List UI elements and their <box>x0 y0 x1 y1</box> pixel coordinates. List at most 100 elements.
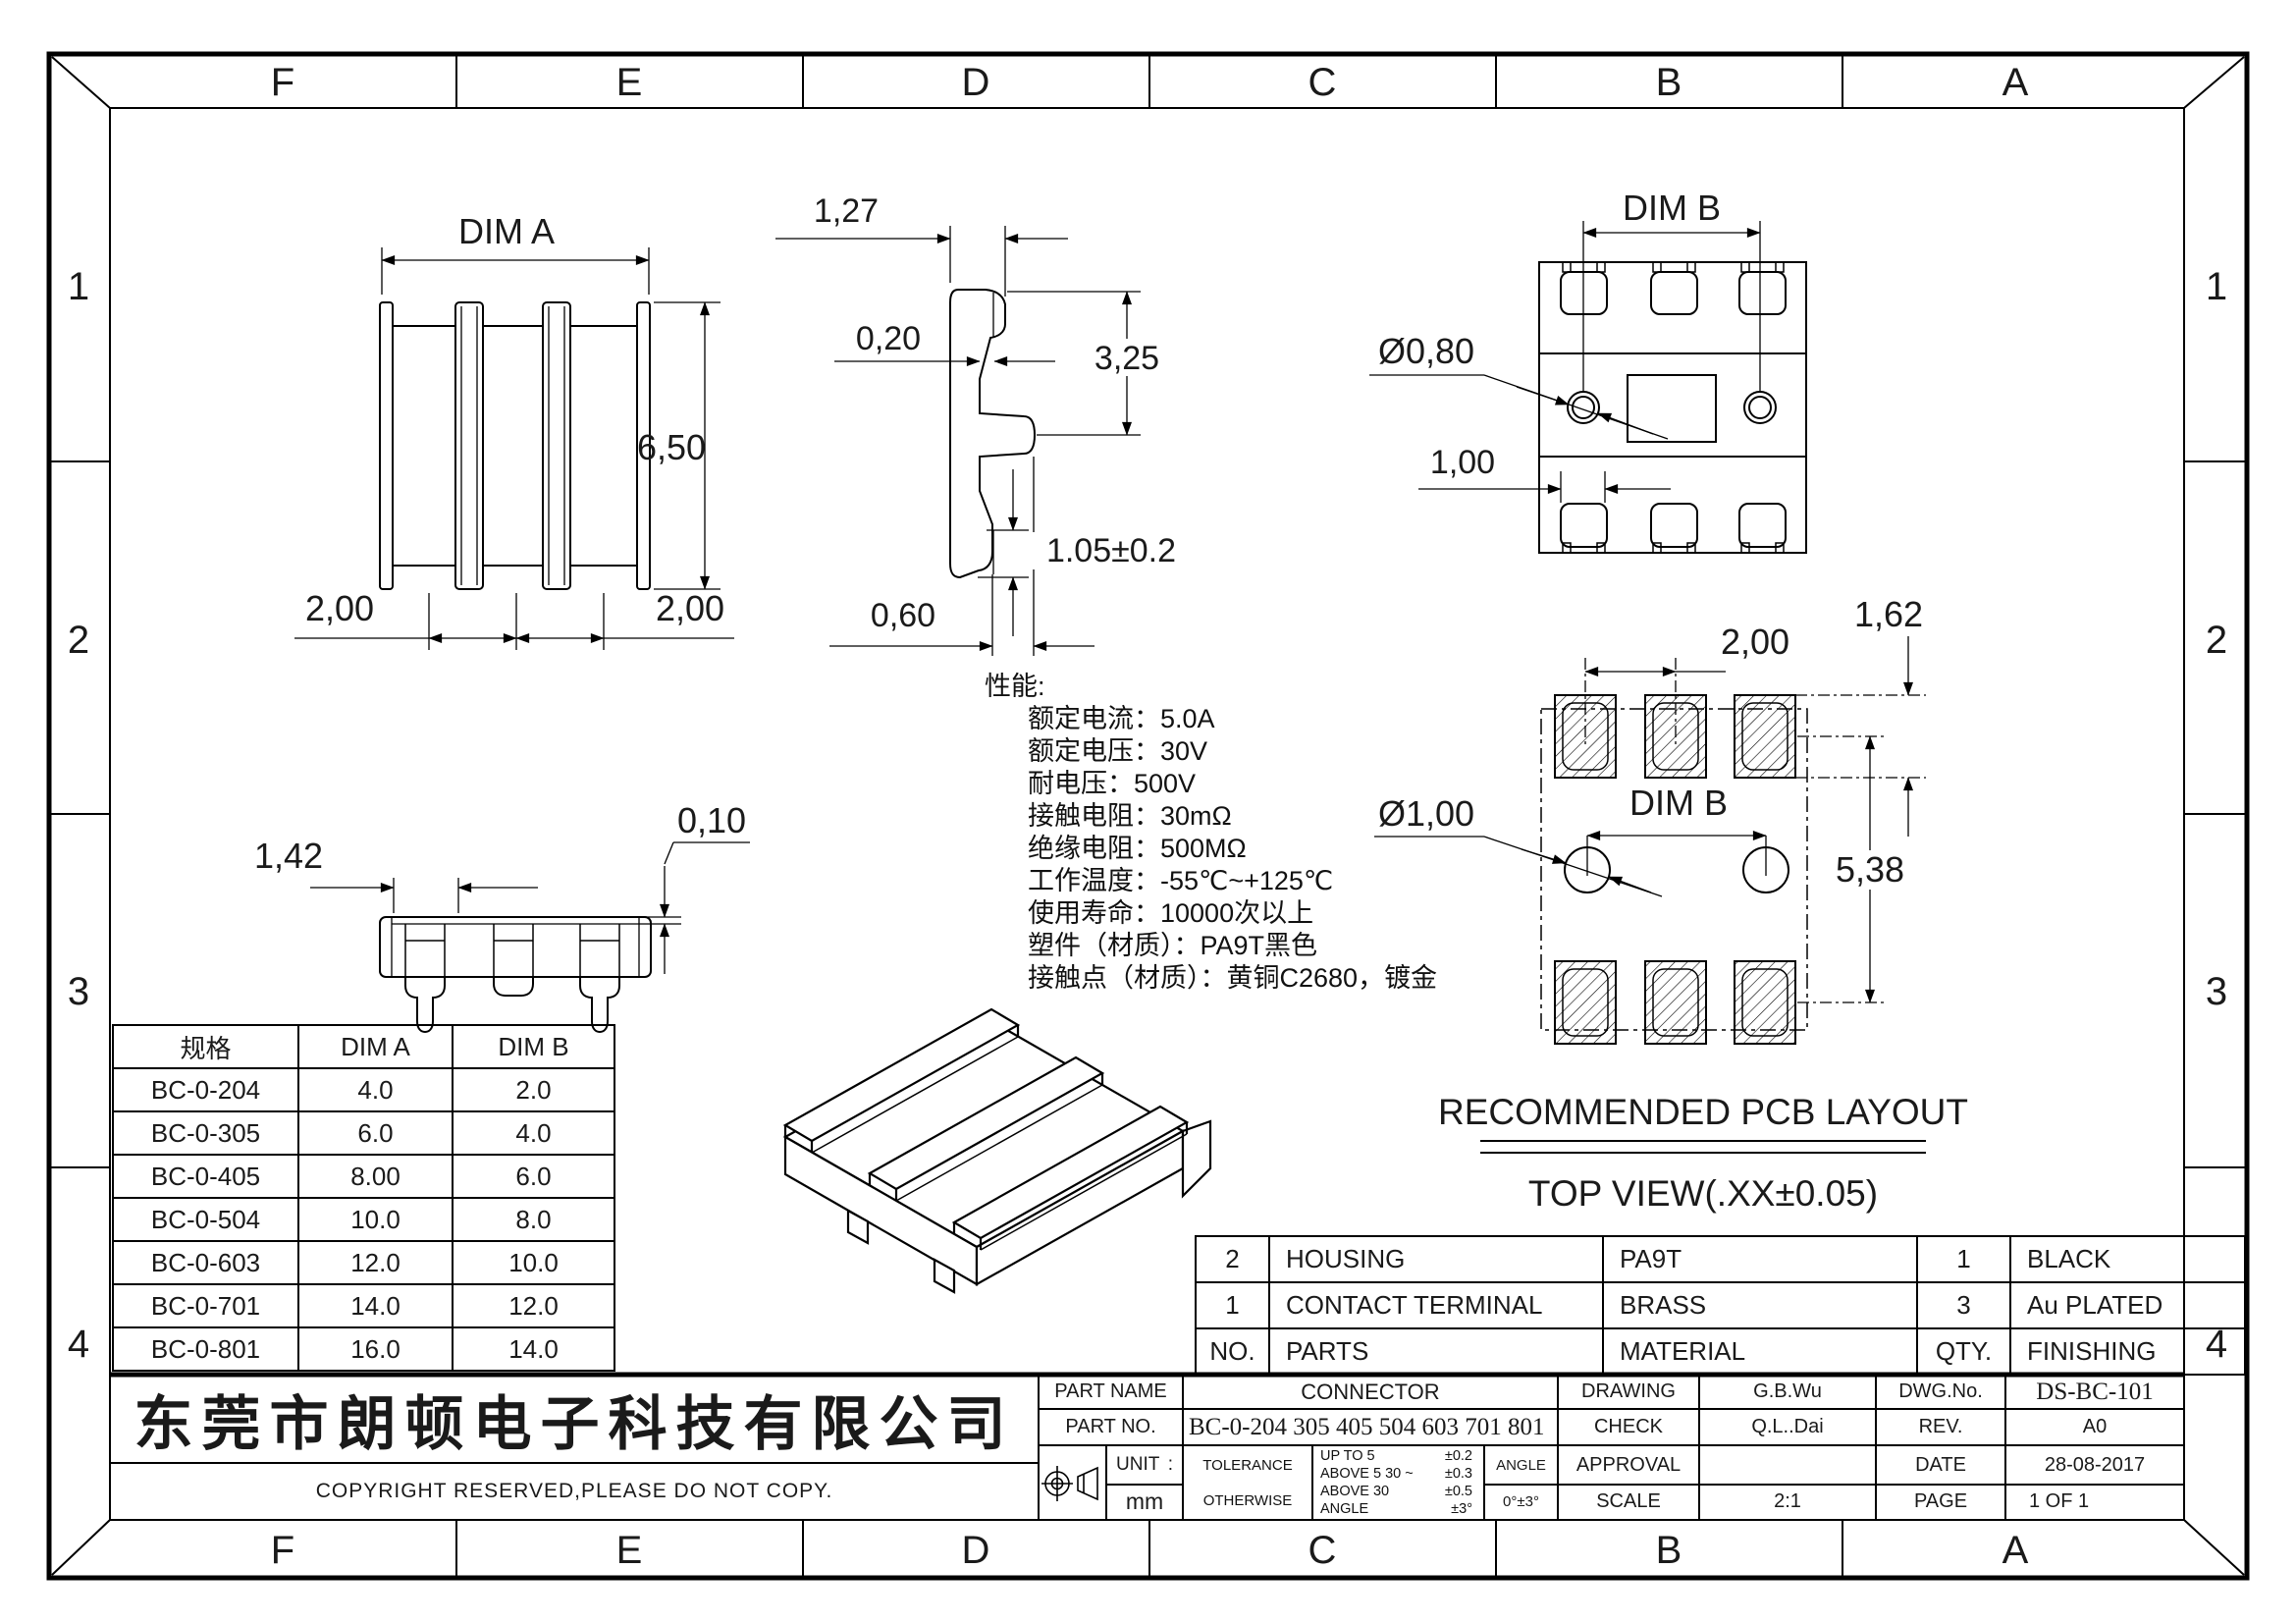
tolerance-row: ABOVE 30 ±0.5 <box>1314 1484 1482 1499</box>
unit-value: mm <box>1125 1488 1164 1514</box>
side-view-dims: 1,27 0,20 3,25 1.05±0.2 0,60 <box>775 192 1196 656</box>
spec-dim-b: 8.0 <box>452 1197 615 1242</box>
spec-dim-a: 14.0 <box>297 1283 454 1328</box>
part-name-value: CONNECTOR <box>1301 1379 1440 1404</box>
spec-dim-a: 6.0 <box>297 1110 454 1156</box>
table-row: BC-0-801 16.0 14.0 <box>112 1326 615 1372</box>
pad-dim: 1,00 <box>1430 444 1495 481</box>
tol-range: ANGLE <box>1320 1501 1369 1517</box>
part-finishing: Au PLATED <box>2009 1281 2246 1329</box>
dim-a-label: DIM A <box>458 211 555 251</box>
angle-tolerance: 0°±3° <box>1503 1492 1539 1510</box>
spec-table: 规格 DIM A DIM B BC-0-204 4.0 2.0 BC-0-305… <box>112 1024 615 1372</box>
bottom-side-view-dims: 1,42 0,10 <box>254 800 750 974</box>
pcb-subtitle: TOP VIEW(.XX±0.05) <box>1528 1173 1878 1214</box>
part-no-value: BC-0-204 305 405 504 603 701 801 <box>1189 1413 1545 1440</box>
lip-dim: 0,20 <box>856 320 921 357</box>
spec-part: BC-0-801 <box>112 1326 299 1372</box>
company-name: 东莞市朗顿电子科技有限公司 <box>133 1391 1015 1457</box>
table-row: BC-0-405 8.00 6.0 <box>112 1154 615 1199</box>
approval-by <box>1703 1447 1872 1483</box>
tolerance-cell: TOLERANCE OTHERWISE <box>1185 1447 1310 1518</box>
copyright-note: COPYRIGHT RESERVED,PLEASE DO NOT COPY. <box>315 1480 833 1502</box>
performance-line: 使用寿命：10000次以上 <box>1028 898 1314 928</box>
spec-dim-b: 12.0 <box>452 1283 615 1328</box>
tolerance-row: UP TO 5 ±0.2 <box>1314 1448 1482 1464</box>
tol-range: ABOVE 5 30 ~ <box>1320 1466 1414 1482</box>
performance-line: 接触点（材质）：黄铜C2680，镀金 <box>1028 963 1438 993</box>
part-name-label: PART NAME <box>1054 1380 1167 1402</box>
spec-part: BC-0-504 <box>112 1197 299 1242</box>
performance-line: 工作温度：-55℃~+125℃ <box>1028 866 1334 895</box>
tolerance-row: ANGLE ±3° <box>1314 1501 1482 1517</box>
toe-dim: 0,60 <box>871 597 935 634</box>
part-material: BRASS <box>1602 1281 1918 1329</box>
grid-col-label: F <box>271 61 294 104</box>
width-dim: 1,27 <box>814 192 879 230</box>
performance-notes: 性能: 额定电流：5.0A 额定电压：30V 耐电压：500V 接触电阻：30m… <box>985 671 1437 995</box>
tolerance-row: ABOVE 5 30 ~ ±0.3 <box>1314 1466 1482 1482</box>
scale-value: 2:1 <box>1774 1489 1801 1512</box>
spec-dim-b: 6.0 <box>452 1154 615 1199</box>
otherwise-label: OTHERWISE <box>1202 1491 1293 1509</box>
unit-colon: : <box>1167 1454 1173 1475</box>
grid-row-label: 4 <box>68 1323 89 1366</box>
pcb-layout-dims: 2,00 1,62 Ø1,00 DIM B 5,38 RECOMMENDED P… <box>1374 594 1968 1214</box>
row-span-dim: 5,38 <box>1836 849 1904 890</box>
performance-line: 绝缘电阻：500MΩ <box>1028 834 1247 863</box>
tol-value: ±3° <box>1451 1501 1472 1517</box>
part-finishing: BLACK <box>2009 1235 2246 1283</box>
drawing-label: DRAWING <box>1581 1380 1676 1402</box>
tol-value: ±0.2 <box>1444 1448 1472 1464</box>
pad-width-dim: 1,62 <box>1854 594 1923 634</box>
grid-labels: F E D C B A F E D C B A 1 2 3 4 1 2 3 4 <box>68 61 2227 1572</box>
spec-header: 规格 <box>112 1024 299 1069</box>
part-no: 2 <box>1195 1235 1270 1283</box>
angle-label: ANGLE <box>1496 1456 1546 1474</box>
tol-range: ABOVE 30 <box>1320 1484 1390 1499</box>
spec-part: BC-0-204 <box>112 1067 299 1112</box>
rev-value: A0 <box>2082 1416 2108 1437</box>
performance-line: 耐电压：500V <box>1028 769 1197 798</box>
grid-col-label: E <box>616 61 643 104</box>
hole-dia-dim: Ø0,80 <box>1378 331 1474 371</box>
spec-dim-a: 8.00 <box>297 1154 454 1199</box>
spec-dim-b: 10.0 <box>452 1240 615 1285</box>
tol-range: UP TO 5 <box>1320 1448 1375 1464</box>
pcb-title: RECOMMENDED PCB LAYOUT <box>1438 1092 1968 1132</box>
height-dim: 6,50 <box>637 427 706 467</box>
scale-label: SCALE <box>1596 1489 1661 1512</box>
spec-part: BC-0-405 <box>112 1154 299 1199</box>
part-no: 1 <box>1195 1281 1270 1329</box>
part-qty: 1 <box>1916 1235 2011 1283</box>
check-label: CHECK <box>1593 1416 1663 1437</box>
grid-row-label: 2 <box>2206 619 2227 662</box>
performance-title: 性能: <box>985 672 1045 701</box>
table-row: 2 HOUSING PA9T 1 BLACK <box>1195 1235 2246 1283</box>
grid-col-label: A <box>2002 61 2029 104</box>
table-row: BC-0-305 6.0 4.0 <box>112 1110 615 1156</box>
grid-row-label: 2 <box>68 619 89 662</box>
approval-label: APPROVAL <box>1575 1453 1682 1476</box>
unit-word: UNIT <box>1116 1454 1160 1475</box>
dim-b-label: DIM B <box>1629 783 1728 823</box>
part-name: HOUSING <box>1268 1235 1604 1283</box>
dim-b-label: DIM B <box>1623 188 1721 228</box>
page-value: 1 OF 1 <box>2029 1489 2090 1512</box>
performance-line: 接触电阻：30mΩ <box>1028 801 1232 831</box>
grid-col-label: B <box>1656 1529 1682 1572</box>
spec-part: BC-0-701 <box>112 1283 299 1328</box>
spec-part: BC-0-305 <box>112 1110 299 1156</box>
check-by: Q.L..Dai <box>1751 1416 1824 1437</box>
bottom-side-view <box>379 916 652 1034</box>
parts-header: MATERIAL <box>1602 1327 1918 1376</box>
spec-header-row: 规格 DIM A DIM B <box>112 1024 615 1069</box>
rev-label: REV. <box>1918 1416 1963 1437</box>
pitch-dim: 2,00 <box>656 588 724 628</box>
parts-table: 2 HOUSING PA9T 1 BLACK 1 CONTACT TERMINA… <box>1195 1235 2246 1376</box>
part-qty: 3 <box>1916 1281 2011 1329</box>
grid-col-label: C <box>1308 61 1337 104</box>
table-row: 1 CONTACT TERMINAL BRASS 3 Au PLATED <box>1195 1281 2246 1329</box>
parts-header-row: NO. PARTS MATERIAL QTY. FINISHING <box>1195 1327 2246 1376</box>
front-view <box>379 301 651 590</box>
